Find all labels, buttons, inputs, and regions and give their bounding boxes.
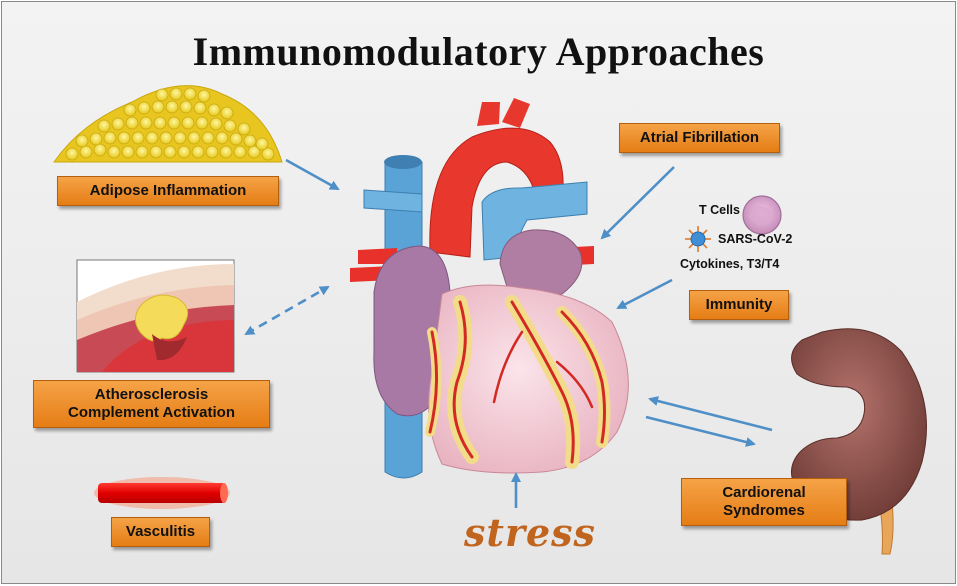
kidney-illustration bbox=[791, 328, 927, 555]
sars-cov-2-text: SARS-CoV-2 bbox=[718, 232, 793, 246]
fat-tissue-icon bbox=[53, 85, 283, 163]
arrows bbox=[244, 158, 773, 508]
arrow-heart-to-kidney bbox=[645, 415, 756, 447]
artery-plaque-icon bbox=[76, 259, 235, 373]
arrow-adipose-to-heart bbox=[285, 158, 340, 191]
label-adipose-inflammation: Adipose Inflammation bbox=[57, 176, 279, 206]
label-cardiorenal-syndromes: Cardiorenal Syndromes bbox=[681, 478, 847, 526]
label-atrial-fibrillation: Atrial Fibrillation bbox=[619, 123, 780, 153]
blood-vessel-icon bbox=[94, 477, 230, 509]
arrow-kidney-to-heart bbox=[648, 396, 773, 432]
arrow-atherosclerosis-heart bbox=[244, 285, 330, 336]
stress-text: stress bbox=[464, 510, 596, 555]
arrow-atrial-to-heart bbox=[600, 166, 675, 240]
cytokines-text: Cytokines, T3/T4 bbox=[680, 257, 780, 271]
label-atherosclerosis: Atherosclerosis Complement Activation bbox=[33, 380, 270, 428]
label-vasculitis: Vasculitis bbox=[111, 517, 210, 547]
t-cells-text: T Cells bbox=[699, 203, 740, 217]
diagram-title: Immunomodulatory Approaches bbox=[192, 29, 765, 74]
heart-illustration bbox=[350, 98, 629, 479]
arrow-immunity-to-heart bbox=[616, 278, 673, 310]
virus-icon bbox=[685, 226, 711, 252]
t-cell-icon bbox=[742, 195, 782, 235]
label-immunity: Immunity bbox=[689, 290, 789, 320]
